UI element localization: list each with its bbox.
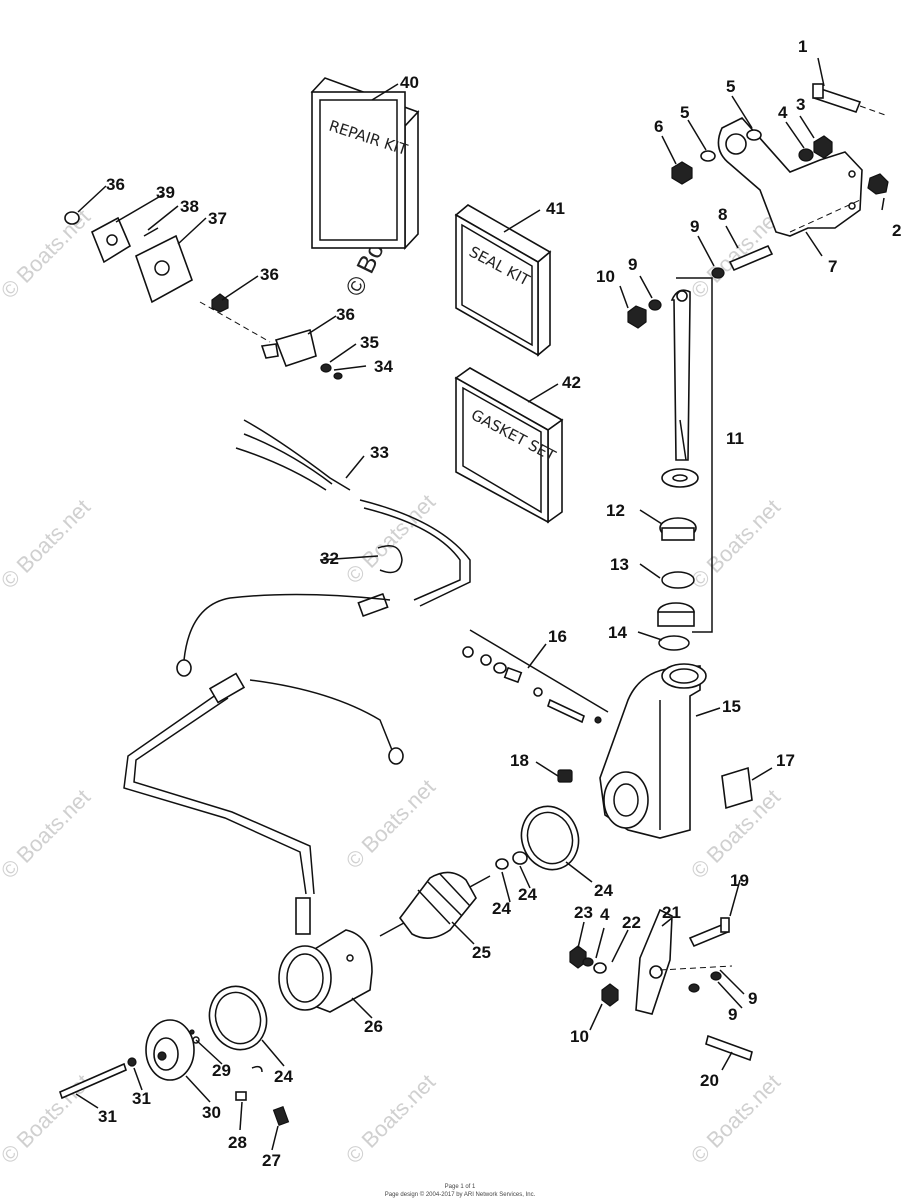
callout-10a: 10 xyxy=(596,267,615,286)
valve-parts-16 xyxy=(462,629,609,724)
callout-6: 6 xyxy=(654,117,663,136)
watermark: © Boats.net xyxy=(341,774,440,873)
o-rings xyxy=(208,805,580,1051)
callout-24d: 24 xyxy=(274,1067,293,1086)
callouts: 1 2 3 4 4 5 5 6 7 8 9 9 9 9 10 10 11 12 … xyxy=(98,37,901,1170)
callout-17: 17 xyxy=(776,751,795,770)
callout-28: 28 xyxy=(228,1133,247,1152)
callout-42: 42 xyxy=(562,373,581,392)
callout-20: 20 xyxy=(700,1071,719,1090)
callout-23: 23 xyxy=(574,903,593,922)
callout-3: 3 xyxy=(796,95,805,114)
callout-14: 14 xyxy=(608,623,627,642)
callout-9d: 9 xyxy=(728,1005,737,1024)
seal-kit-box: SEAL KIT xyxy=(454,204,552,357)
leader-lines xyxy=(75,57,885,1151)
callout-33: 33 xyxy=(370,443,389,462)
callout-12: 12 xyxy=(606,501,625,520)
callout-37: 37 xyxy=(208,209,227,228)
callout-27: 27 xyxy=(262,1151,281,1170)
callout-24b: 24 xyxy=(518,885,537,904)
washers-nuts-upper xyxy=(671,129,889,195)
repair-kit-box: REPAIR KIT xyxy=(310,77,420,251)
callout-39: 39 xyxy=(156,183,175,202)
switch-parts xyxy=(64,211,343,380)
watermark: © Boats.net xyxy=(341,1069,440,1168)
plug-18 xyxy=(557,769,573,783)
watermark: © Boats.net xyxy=(686,494,785,593)
callout-25: 25 xyxy=(472,943,491,962)
callout-18: 18 xyxy=(510,751,529,770)
brush-parts xyxy=(189,1029,290,1126)
watermark: © Boats.net xyxy=(0,494,95,593)
callout-9a: 9 xyxy=(690,217,699,236)
ram-rod-assembly xyxy=(627,277,713,651)
callout-22: 22 xyxy=(622,913,641,932)
callout-4b: 4 xyxy=(600,905,610,924)
callout-7: 7 xyxy=(828,257,837,276)
callout-9c: 9 xyxy=(748,989,757,1008)
callout-11: 11 xyxy=(726,429,744,448)
callout-1: 1 xyxy=(798,37,807,56)
callout-10b: 10 xyxy=(570,1027,589,1046)
callout-31a: 31 xyxy=(98,1107,117,1126)
callout-36b: 36 xyxy=(260,265,279,284)
callout-35: 35 xyxy=(360,333,379,352)
callout-24a: 24 xyxy=(594,881,613,900)
callout-30: 30 xyxy=(202,1103,221,1122)
decal-17 xyxy=(721,766,753,810)
motor-housing xyxy=(278,897,373,1013)
pump-housing xyxy=(599,663,707,839)
footer-copyright: Page design © 2004-2017 by ARI Network S… xyxy=(385,1191,536,1198)
callout-26: 26 xyxy=(364,1017,383,1036)
callout-13: 13 xyxy=(610,555,629,574)
callout-21: 21 xyxy=(662,903,681,922)
callout-4: 4 xyxy=(778,103,788,122)
footer: Page 1 of 1 Page design © 2004-2017 by A… xyxy=(385,1184,536,1198)
callout-40: 40 xyxy=(400,73,419,92)
callout-2: 2 xyxy=(892,221,901,240)
callout-36a: 36 xyxy=(106,175,125,194)
mounting-bracket xyxy=(717,117,863,237)
callout-5b: 5 xyxy=(680,103,689,122)
callout-9b: 9 xyxy=(628,255,637,274)
lower-bracket xyxy=(569,908,753,1062)
watermark: © Boats.net xyxy=(0,204,95,303)
callout-19: 19 xyxy=(730,871,749,890)
callout-5: 5 xyxy=(726,77,735,96)
callout-8: 8 xyxy=(718,205,727,224)
callout-34: 34 xyxy=(374,357,393,376)
callout-38: 38 xyxy=(180,197,199,216)
callout-41: 41 xyxy=(546,199,565,218)
wiring-harness xyxy=(123,419,471,895)
callout-31b: 31 xyxy=(132,1089,151,1108)
end-cap xyxy=(145,1019,200,1081)
bolt-1 xyxy=(812,83,889,117)
watermark: © Boats.net xyxy=(341,489,440,588)
armature xyxy=(379,871,491,939)
callout-24c: 24 xyxy=(492,899,511,918)
watermark: © Boats.net xyxy=(0,784,95,883)
callout-29: 29 xyxy=(212,1061,231,1080)
callout-32: 32 xyxy=(320,549,339,568)
callout-16: 16 xyxy=(548,627,567,646)
through-bolt-31 xyxy=(59,1057,137,1100)
footer-page: Page 1 of 1 xyxy=(445,1184,476,1190)
callout-36c: 36 xyxy=(336,305,355,324)
clamp-32 xyxy=(377,545,403,574)
gasket-set-box: GASKET SET xyxy=(454,367,564,524)
callout-15: 15 xyxy=(722,697,741,716)
pivot-pin-8 xyxy=(711,244,774,279)
